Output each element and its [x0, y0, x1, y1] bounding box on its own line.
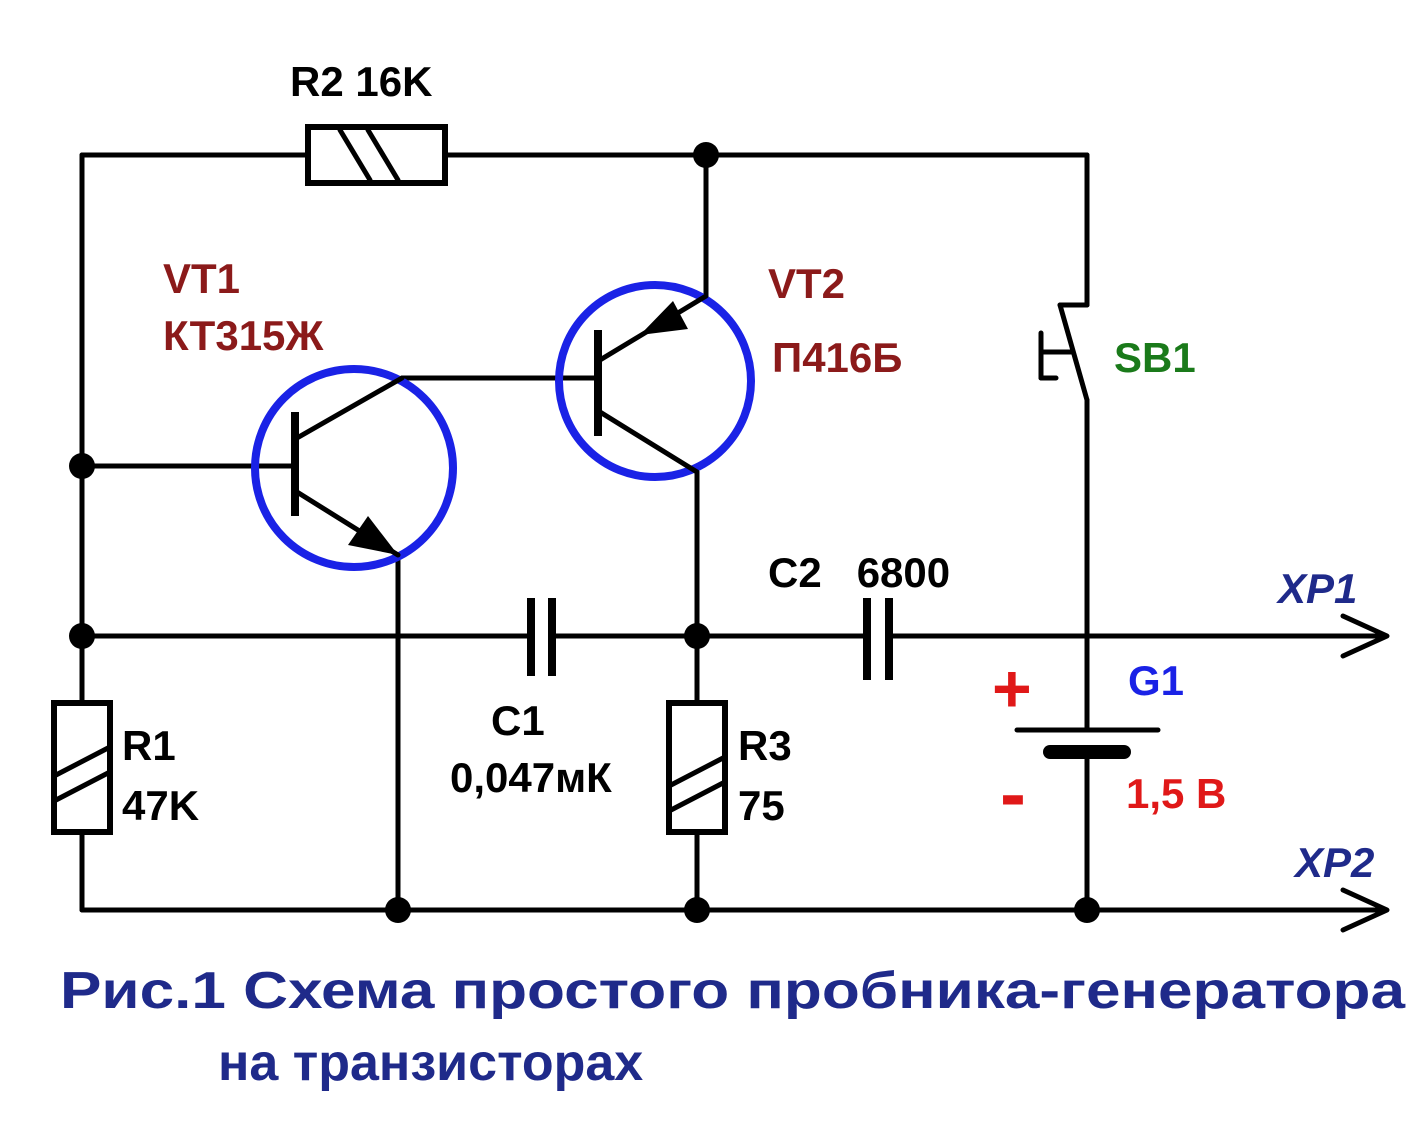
label-sb1: SB1 [1114, 334, 1196, 381]
resistor-r2 [305, 124, 448, 186]
resistor-r3 [666, 700, 728, 835]
label-vt1-name: VT1 [163, 255, 240, 302]
label-vt2-type: П416Б [772, 334, 902, 381]
junction-dots [69, 142, 1100, 923]
xp1-arrow-icon [1340, 613, 1390, 659]
vt1-ring [251, 365, 457, 571]
caption-line-2: на транзисторах [218, 1034, 643, 1092]
label-xp1: XP1 [1276, 565, 1357, 612]
junction-dot [69, 623, 95, 649]
junction-dot [385, 897, 411, 923]
vt2-emitter-arrow-icon [640, 301, 688, 335]
battery-g1 [1014, 727, 1161, 759]
transistor-vt2 [555, 281, 755, 481]
capacitor-c1 [527, 598, 556, 676]
junction-dot [69, 453, 95, 479]
vt1-emitter-arrow-icon [348, 516, 398, 555]
label-xp2: XP2 [1293, 839, 1374, 886]
label-r2: R2 16K [290, 58, 432, 105]
label-r3-name: R3 [738, 722, 792, 769]
xp2-arrow-icon [1340, 887, 1390, 933]
caption-line-1: Рис.1 Схема простого пробника-генератора [60, 962, 1406, 1020]
label-c2: C2 6800 [768, 549, 950, 596]
vt2-ring [555, 281, 755, 481]
label-vt2-name: VT2 [768, 260, 845, 307]
junction-dot [684, 623, 710, 649]
label-minus: - [1000, 749, 1026, 837]
switch-sb1 [1038, 302, 1090, 403]
capacitor-c2 [863, 598, 893, 680]
label-r3-value: 75 [738, 782, 785, 829]
junction-dot [1074, 897, 1100, 923]
junction-dot [684, 897, 710, 923]
label-vt1-type: КТ315Ж [163, 312, 324, 359]
label-c1-name: C1 [491, 697, 545, 744]
label-r1-value: 47K [122, 782, 199, 829]
label-voltage: 1,5 В [1126, 770, 1226, 817]
label-c1-value: 0,047мК [450, 754, 612, 801]
resistor-r1 [51, 700, 113, 835]
label-plus: + [992, 651, 1032, 727]
junction-dot [693, 142, 719, 168]
transistor-vt1 [251, 365, 457, 571]
label-r1-name: R1 [122, 722, 176, 769]
label-g1: G1 [1128, 657, 1184, 704]
